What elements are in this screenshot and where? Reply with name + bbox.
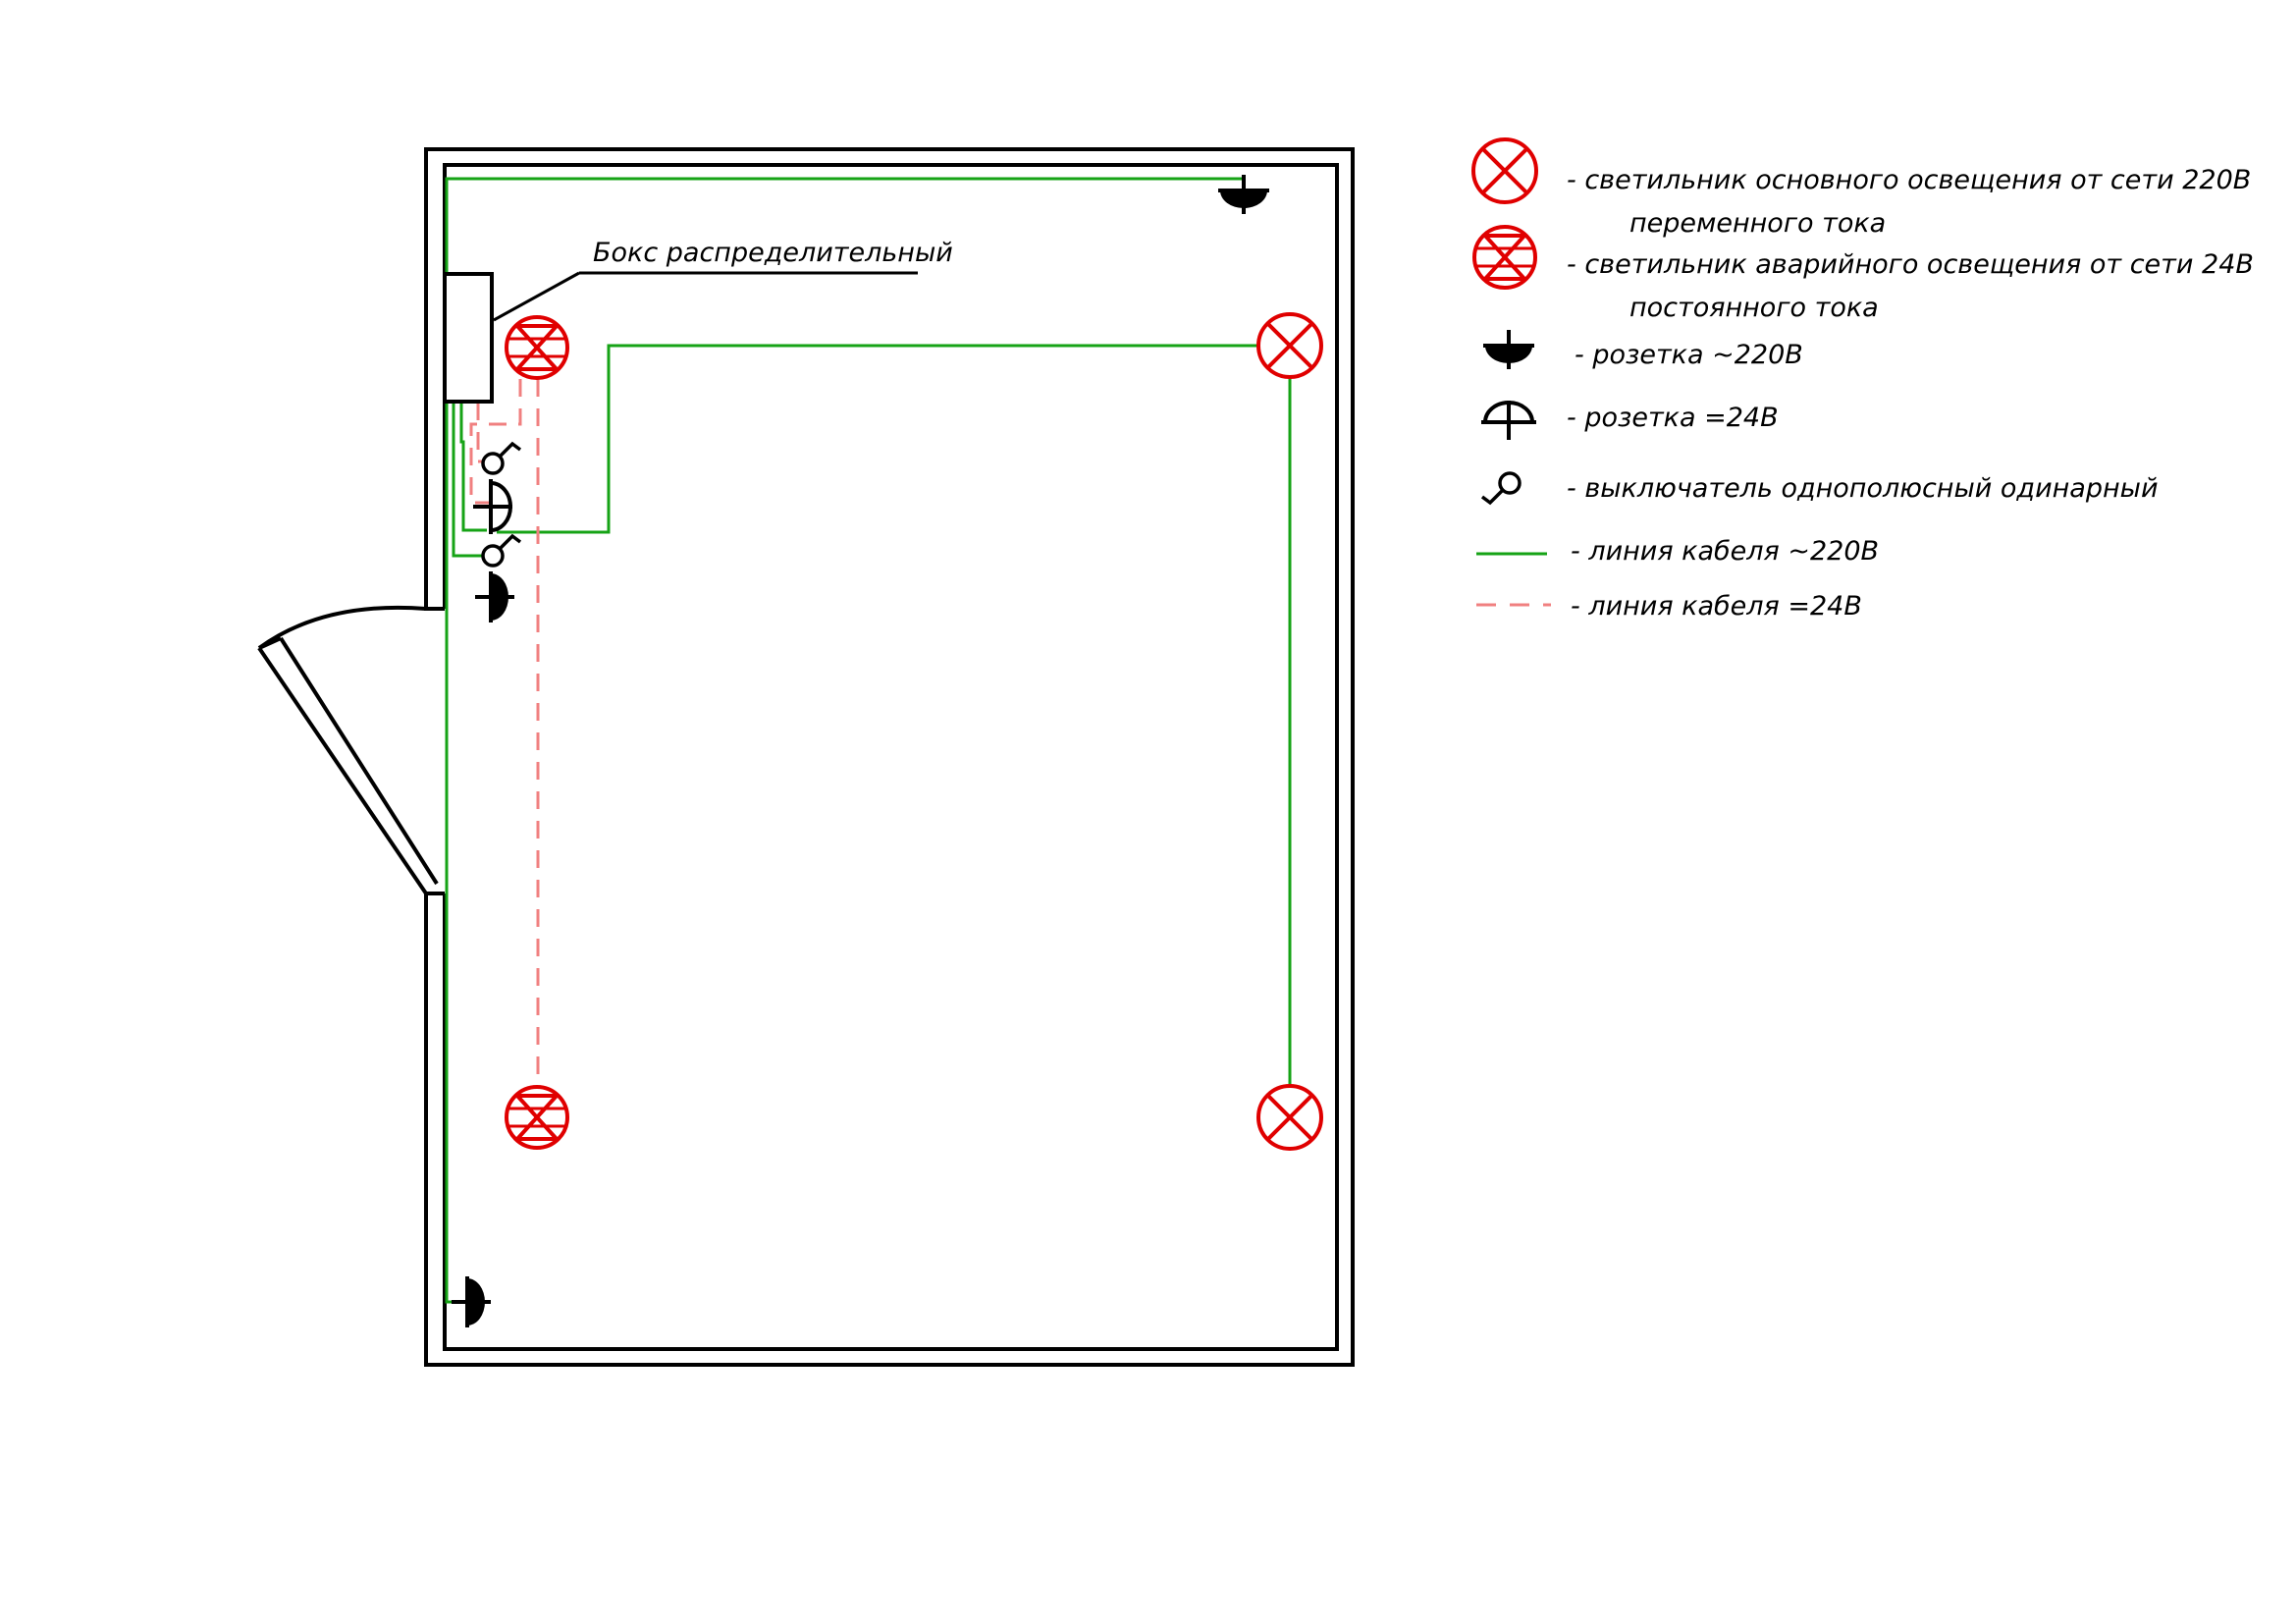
switch-icon [481, 534, 522, 568]
legend-switch-text: - выключатель однополюсный одинарный [1567, 473, 2159, 504]
walls [424, 147, 1355, 1367]
legend-emergency-light-text-2: постоянного тока [1629, 293, 1879, 323]
socket-24-icon [471, 477, 514, 536]
emergency-light-icon [505, 315, 569, 380]
socket-220-icon [450, 1274, 493, 1329]
legend-socket-24-text: - розетка =24В [1567, 403, 1779, 433]
switch-icon [1480, 471, 1522, 505]
main-light-icon [1256, 1084, 1323, 1151]
legend-main-light-text: - светильник основного освещения от сети… [1567, 165, 2252, 195]
box-leader-line [493, 271, 580, 322]
distribution-box [443, 272, 494, 404]
emergency-light-icon [505, 1085, 569, 1150]
main-light-icon [1256, 312, 1323, 379]
cable-24-lines [469, 379, 540, 1086]
legend-emergency-light-text: - светильник аварийного освещения от сет… [1567, 249, 2254, 280]
socket-220-icon [1216, 173, 1271, 216]
main-light-icon [1471, 137, 1538, 204]
distribution-box-label: Бокс распределительный [593, 238, 953, 268]
socket-24-icon [1479, 399, 1538, 442]
door [257, 605, 439, 895]
legend-socket-220-text: - розетка ~220В [1575, 340, 1803, 370]
socket-220-icon [473, 569, 516, 624]
cable-220-lines [445, 177, 1292, 1304]
legend-main-light-text-2: переменного тока [1629, 208, 1887, 239]
socket-220-icon [1481, 328, 1536, 371]
legend-cable-220-text: - линия кабеля ~220В [1571, 536, 1880, 567]
emergency-light-icon [1472, 225, 1537, 290]
switch-icon [481, 442, 522, 475]
legend-cable-24-text: - линия кабеля =24В [1571, 591, 1862, 622]
